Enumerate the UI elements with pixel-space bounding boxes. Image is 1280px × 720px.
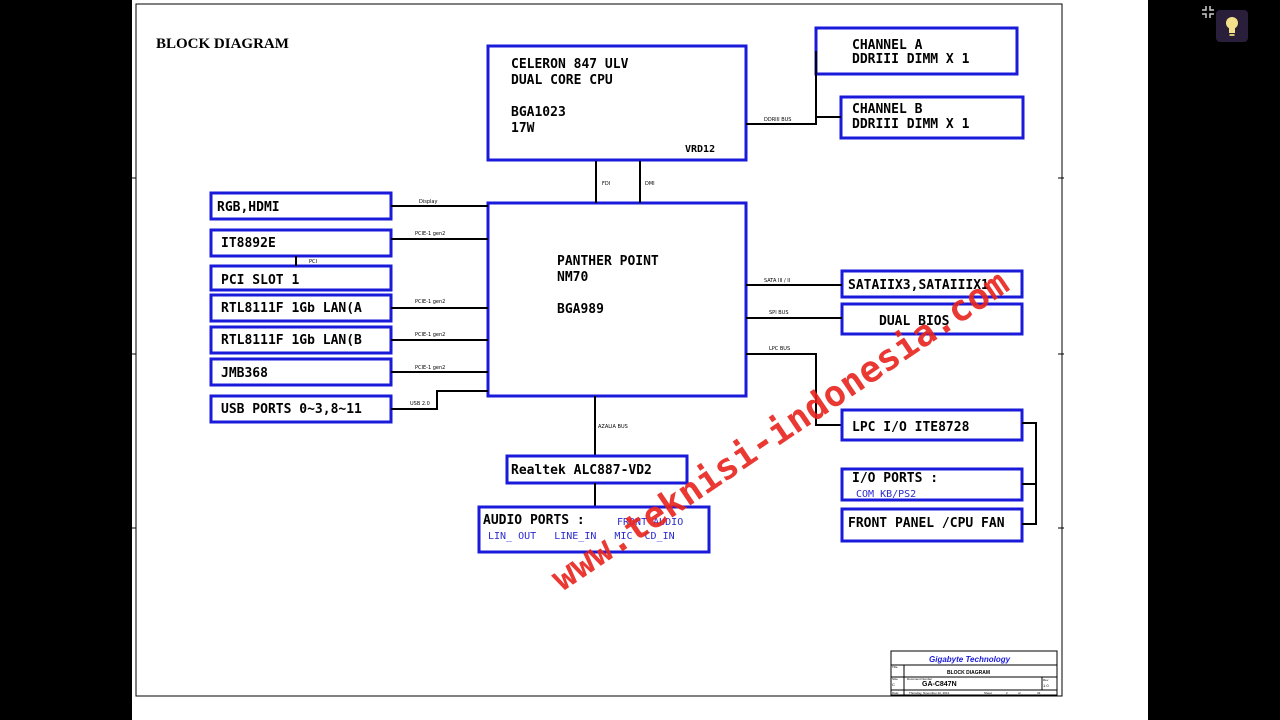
sata-label: SATAIIX3,SATAIIIX1 [848,278,989,293]
sata-bus-label: SATA III / II [764,278,790,284]
channel-b-block: CHANNEL B DDRIII DIMM X 1 [839,95,1025,140]
rgb-hdmi-label: RGB,HDMI [217,200,280,215]
cpu-tdp: 17W [511,121,535,136]
cpu-block: CELERON 847 ULV DUAL CORE CPU BGA1023 17… [486,44,748,162]
lan-a-label: RTL8111F 1Gb LAN(A [221,301,362,316]
ddr-bus-label: DDRIII BUS [764,117,791,123]
dual-bios-block: DUAL BIOS [840,302,1024,336]
chipset-name: PANTHER POINT [557,254,659,269]
cpu-line-1: CELERON 847 ULV [511,57,629,72]
svg-text:C: C [892,682,895,687]
channel-b-label: CHANNEL B [852,102,923,117]
dmi-label: DMI [645,181,655,187]
it8892e-label: IT8892E [221,236,276,251]
pci-slot-block: PCI SLOT 1 [209,264,393,292]
pci-slot-label: PCI SLOT 1 [221,273,299,288]
cpu-line-2: DUAL CORE CPU [511,73,613,88]
svg-text:Date:: Date: [892,691,899,695]
svg-text:of: of [1018,691,1021,695]
chipset-model: NM70 [557,270,588,285]
rgb-hdmi-block: RGB,HDMI [209,191,393,221]
pci-bus-label: PCI [309,259,317,265]
usb-ports-label: USB PORTS 0~3,8~11 [221,402,362,417]
io-ports-sub: COM KB/PS2 [856,489,916,500]
lan-b-label: RTL8111F 1Gb LAN(B [221,333,362,348]
title-block: Gigabyte Technology Title BLOCK DIAGRAM … [890,650,1058,696]
svg-text:Rev: Rev [1043,678,1049,682]
audio-front: FRONT AUDIO [617,517,683,528]
exit-fullscreen-icon[interactable] [1200,4,1216,20]
audio-ports-sub: LIN_ OUT LINE_IN MIC CD_IN [488,531,675,542]
channel-a-dimm: DDRIII DIMM X 1 [852,52,970,67]
svg-text:2: 2 [1006,691,1008,695]
title-block-title: BLOCK DIAGRAM [947,670,990,676]
schematic-sheet: BLOCK DIAGRAM CELERON 847 ULV DUAL CORE … [132,0,1148,720]
title-block-company: Gigabyte Technology [929,655,1011,664]
codec-block: Realtek ALC887-VD2 [505,454,689,485]
svg-text:Thursday, November 22, 2012: Thursday, November 22, 2012 [909,691,950,695]
channel-a-block: CHANNEL A DDRIII DIMM X 1 [814,26,1019,76]
lightbulb-button[interactable] [1216,10,1248,42]
lan-b-block: RTL8111F 1Gb LAN(B [209,325,393,355]
pcie-bus-label-3: PCIE-1 gen2 [415,332,445,338]
spi-bus-label: SPI BUS [769,310,789,316]
azalia-bus-label: AZALIA BUS [598,424,628,430]
svg-text:Title: Title [892,665,898,669]
io-ports-title: I/O PORTS : [852,471,938,486]
chipset-package: BGA989 [557,302,604,317]
lpc-bus-label: LPC BUS [769,346,790,352]
sheet-border [135,3,1063,697]
page-title: BLOCK DIAGRAM [156,36,289,52]
svg-text:Sheet: Sheet [984,691,992,695]
jmb368-block: JMB368 [209,357,393,387]
usb-ports-block: USB PORTS 0~3,8~11 [209,394,393,424]
audio-ports-block: AUDIO PORTS : FRONT AUDIO LIN_ OUT LINE_… [477,505,711,554]
sata-block: SATAIIX3,SATAIIIX1 [840,269,1024,299]
io-ports-block: I/O PORTS : COM KB/PS2 [840,467,1024,502]
codec-label: Realtek ALC887-VD2 [511,463,652,478]
svg-text:Size: Size [892,677,898,681]
lightbulb-icon [1226,17,1238,36]
lpc-io-block: LPC I/O ITE8728 [840,408,1024,442]
title-block-doc: GA-C847N [922,681,957,688]
jmb368-label: JMB368 [221,366,268,381]
dual-bios-label: DUAL BIOS [879,314,950,329]
cpu-vrd: VRD12 [685,144,715,155]
lan-a-block: RTL8111F 1Gb LAN(A [209,293,393,323]
channel-b-dimm: DDRIII DIMM X 1 [852,117,970,132]
front-panel-block: FRONT PANEL /CPU FAN [840,507,1024,543]
chipset-block: PANTHER POINT NM70 BGA989 [486,201,748,398]
pcie-bus-label-2: PCIE-1 gen2 [415,299,445,305]
cpu-package: BGA1023 [511,105,566,120]
front-panel-label: FRONT PANEL /CPU FAN [848,516,1005,531]
svg-text:33: 33 [1037,691,1041,695]
fdi-label: FDI [602,181,610,187]
pcie-bus-label-4: PCIE-1 gen2 [415,365,445,371]
block-diagram: BLOCK DIAGRAM CELERON 847 ULV DUAL CORE … [132,3,1064,697]
pcie-bus-label-1: PCIE-1 gen2 [415,231,445,237]
audio-ports-title: AUDIO PORTS : [483,513,585,528]
usb-bus-label: USB 2.0 [410,401,430,407]
svg-text:Document Number: Document Number [907,677,932,681]
display-bus-label: Display [419,199,437,205]
channel-a-label: CHANNEL A [852,38,923,53]
lpc-io-label: LPC I/O ITE8728 [852,420,970,435]
it8892e-block: IT8892E [209,228,393,258]
svg-text:1.0: 1.0 [1043,683,1049,688]
